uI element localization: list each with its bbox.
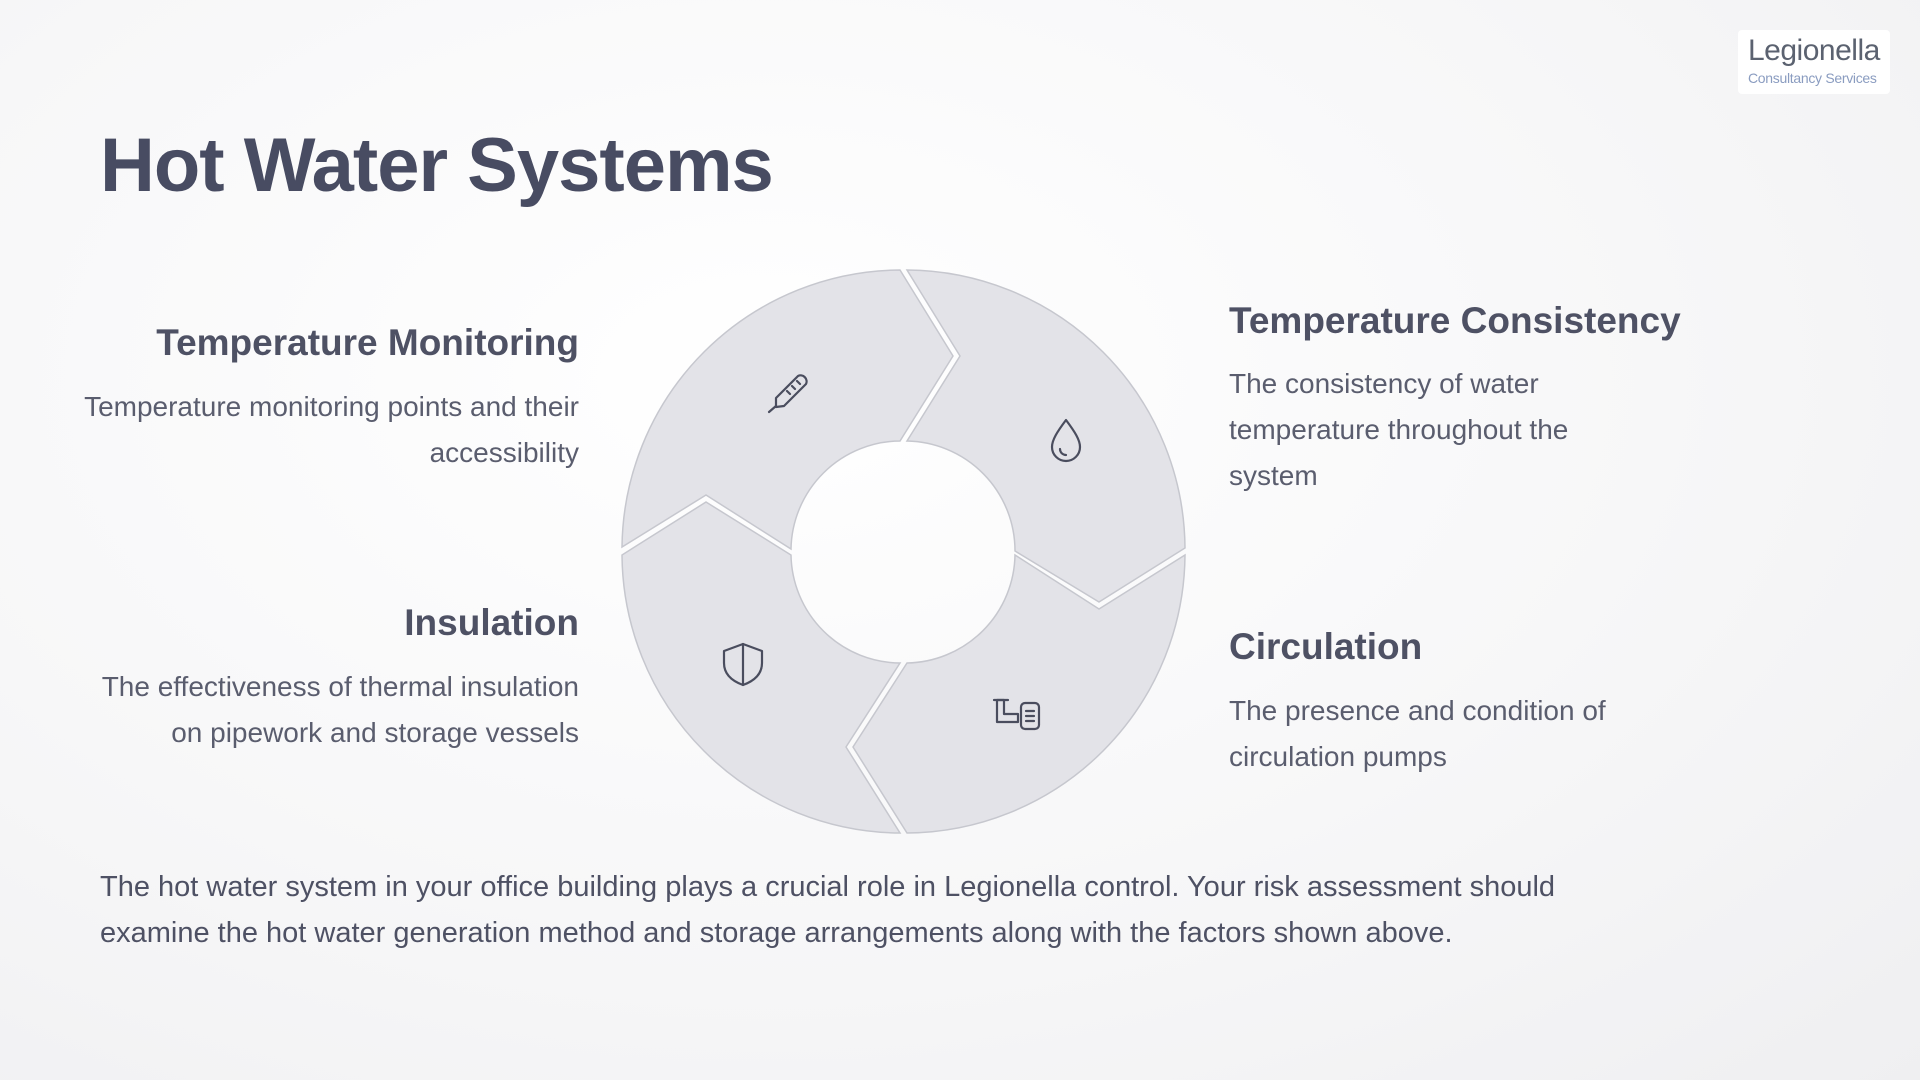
item-title-insulation: Insulation <box>404 602 579 643</box>
footer-paragraph: The hot water system in your office buil… <box>100 871 1556 949</box>
segment-circulation <box>852 553 1186 834</box>
logo-main-text: Legionella <box>1748 34 1880 67</box>
item-title-circulation: Circulation <box>1229 626 1423 667</box>
shield-icon <box>722 642 764 687</box>
item-title-temperature-monitoring: Temperature Monitoring <box>156 322 579 363</box>
item-desc-temperature-monitoring: Temperature monitoring points and their … <box>84 391 579 468</box>
company-logo: Legionella Consultancy Services <box>1738 30 1890 94</box>
item-desc-circulation: The presence and condition of circulatio… <box>1229 695 1606 772</box>
thermometer-icon <box>767 374 808 414</box>
logo-sub-text: Consultancy Services <box>1748 70 1877 86</box>
segment-temperature-monitoring <box>621 269 954 551</box>
pump-icon <box>992 698 1041 731</box>
item-desc-temperature-consistency: The consistency of water temperature thr… <box>1229 368 1569 491</box>
page-title: Hot Water Systems <box>100 123 774 208</box>
water-drop-icon <box>1050 418 1082 463</box>
item-title-temperature-consistency: Temperature Consistency <box>1229 300 1681 341</box>
item-desc-insulation: The effectiveness of thermal insulation … <box>101 671 579 748</box>
segment-temperature-consistency <box>905 269 1186 603</box>
